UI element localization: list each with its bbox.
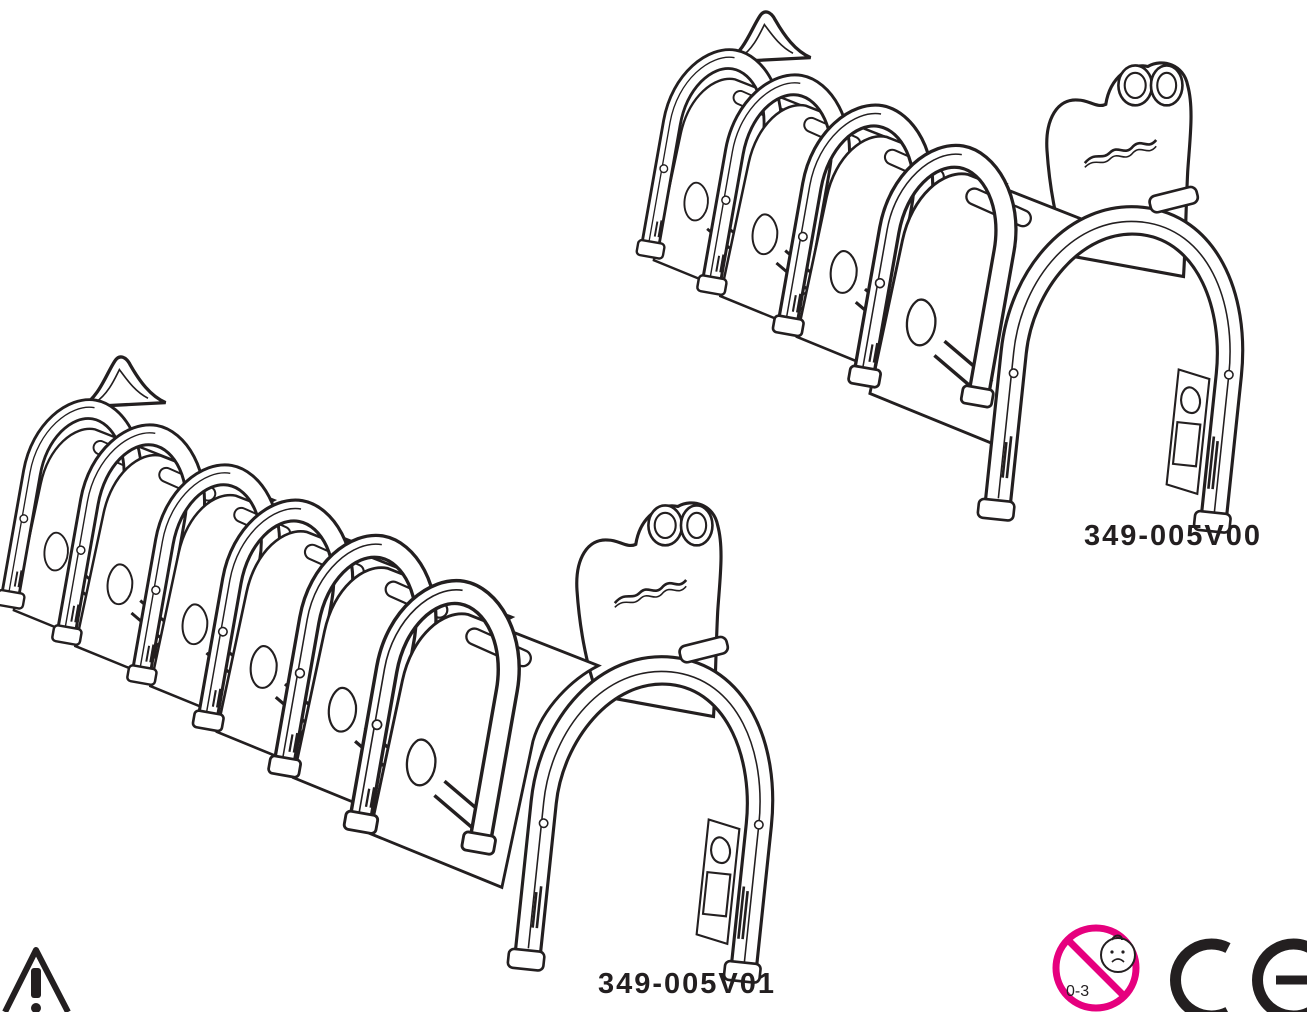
ce-mark-icon — [1170, 938, 1307, 1012]
tunnel-illustration-v00 — [634, 10, 1267, 546]
model-number-v01: 349-005V01 — [598, 968, 777, 1000]
no-under-3-icon — [1052, 924, 1140, 1012]
age-warning-text: 0-3 — [1066, 983, 1090, 1000]
model-number-v00: 349-005V00 — [1084, 520, 1263, 552]
tunnel-illustration-v01 — [0, 355, 797, 996]
warning-triangle-icon — [2, 947, 71, 1012]
